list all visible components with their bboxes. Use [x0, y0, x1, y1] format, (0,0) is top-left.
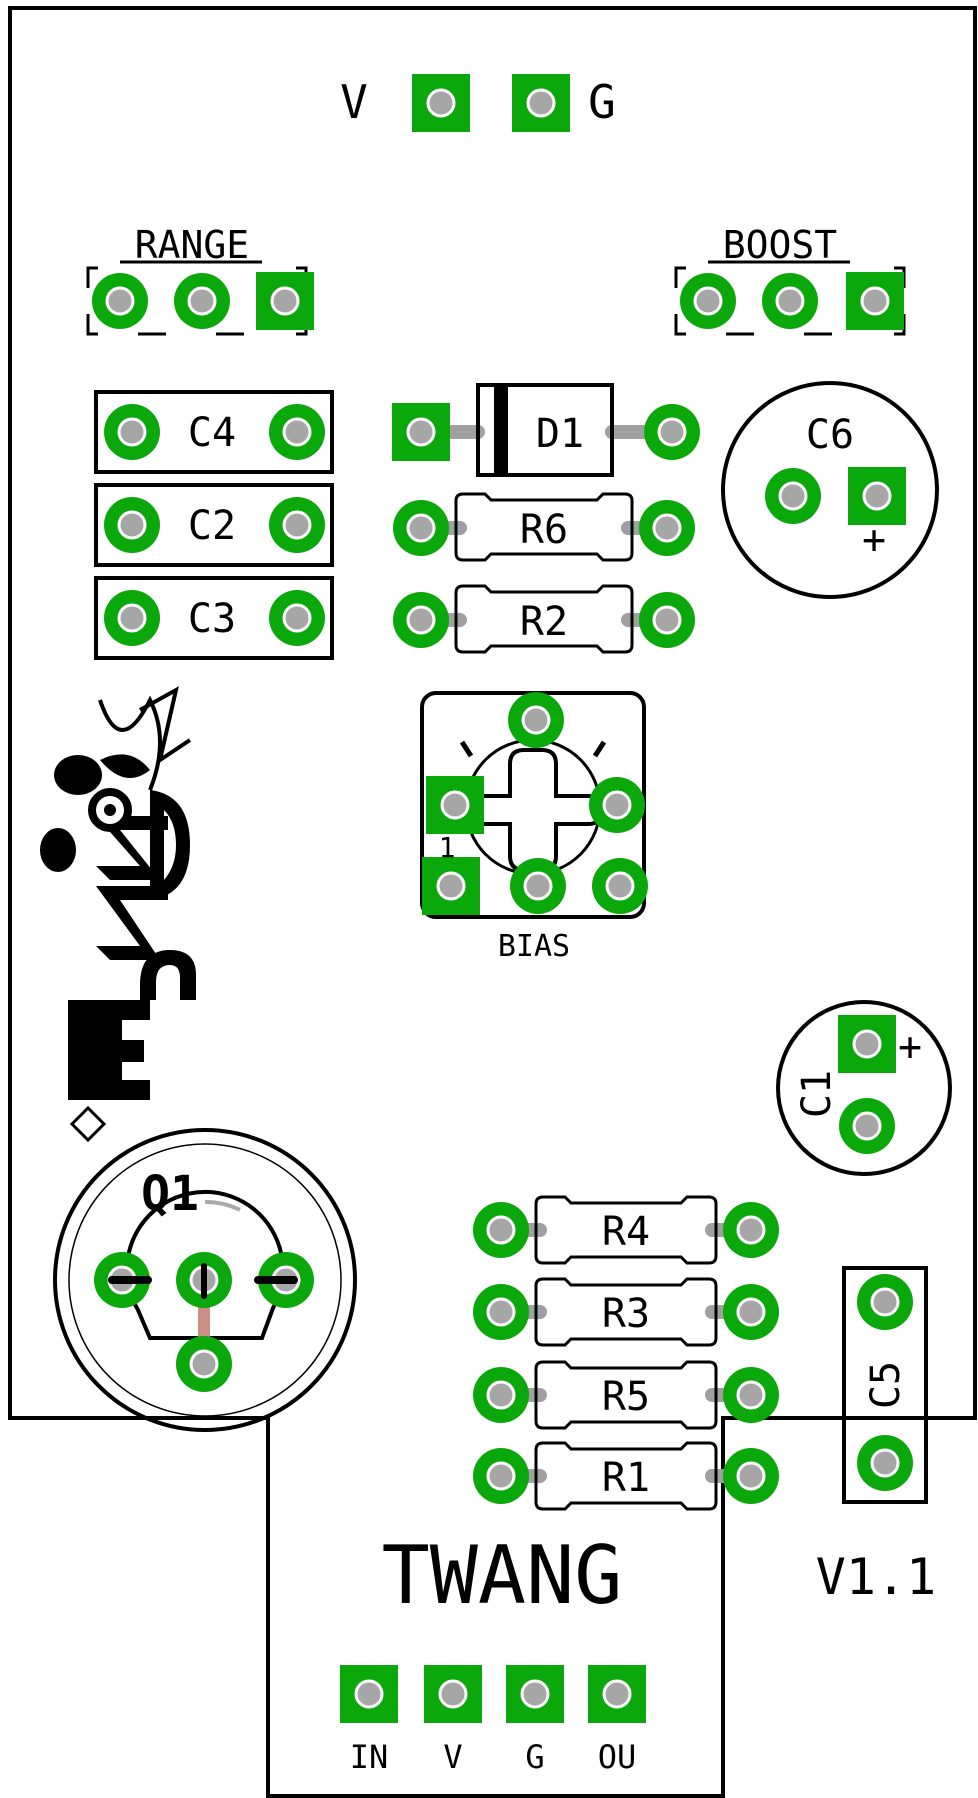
- c1-label: C1: [794, 1070, 840, 1118]
- resistor-r6[interactable]: R6: [393, 492, 695, 562]
- c3-label: C3: [188, 596, 236, 642]
- d1-label: D1: [536, 411, 584, 457]
- power-g-pad[interactable]: [512, 74, 570, 132]
- io-out-label: OU: [598, 1738, 637, 1776]
- power-v-pad[interactable]: [412, 74, 470, 132]
- resistor-r3[interactable]: R3: [473, 1277, 779, 1347]
- bias-pin1-label: 1: [439, 831, 456, 864]
- capacitor-c4[interactable]: C4: [94, 390, 334, 474]
- bias-label: BIAS: [498, 929, 570, 964]
- power-header: V G: [340, 74, 616, 132]
- resistor-r4[interactable]: R4: [473, 1195, 779, 1265]
- board-version: V1.1: [816, 1548, 936, 1606]
- io-out-pad[interactable]: [588, 1665, 646, 1723]
- io-g-label: G: [525, 1738, 544, 1776]
- range-pad-3[interactable]: [256, 272, 314, 330]
- capacitor-c2[interactable]: C2: [94, 483, 334, 567]
- range-pad-1[interactable]: [92, 273, 148, 329]
- boost-label: BOOST: [723, 223, 837, 267]
- diode-d1[interactable]: D1: [392, 383, 700, 477]
- resistor-r2[interactable]: R2: [393, 584, 695, 654]
- c5-label: C5: [863, 1361, 909, 1409]
- power-v-label: V: [340, 75, 368, 129]
- r1-label: R1: [602, 1455, 650, 1501]
- c6-polarity: +: [862, 517, 886, 563]
- c6-label: C6: [806, 412, 854, 458]
- capacitor-c6[interactable]: C6 +: [721, 381, 939, 599]
- r4-label: R4: [602, 1209, 650, 1255]
- io-g-pad[interactable]: [506, 1665, 564, 1723]
- c4-label: C4: [188, 410, 236, 456]
- io-in-label: IN: [350, 1738, 389, 1776]
- resistor-r5[interactable]: R5: [473, 1360, 779, 1430]
- r3-label: R3: [602, 1291, 650, 1337]
- boost-pad-3[interactable]: [846, 272, 904, 330]
- io-v-pad[interactable]: [424, 1665, 482, 1723]
- range-pad-2[interactable]: [174, 273, 230, 329]
- range-header: RANGE: [86, 223, 314, 336]
- capacitor-c1[interactable]: + C1: [776, 1000, 952, 1176]
- r5-label: R5: [602, 1374, 650, 1420]
- capacitor-c5[interactable]: C5: [842, 1266, 928, 1504]
- capacitor-c3[interactable]: C3: [94, 576, 334, 660]
- io-v-label: V: [443, 1738, 462, 1776]
- c1-polarity: +: [898, 1024, 922, 1070]
- bias-trimmer[interactable]: 1 BIAS: [420, 691, 648, 964]
- c2-label: C2: [188, 503, 236, 549]
- io-in-pad[interactable]: [340, 1665, 398, 1723]
- io-header: IN V G OU: [340, 1665, 646, 1776]
- board-title: TWANG: [382, 1529, 623, 1622]
- boost-header: BOOST: [674, 223, 906, 336]
- boost-pad-2[interactable]: [762, 273, 818, 329]
- resistor-r1[interactable]: R1: [473, 1441, 779, 1511]
- board-outline: [8, 6, 977, 1798]
- boost-pad-1[interactable]: [680, 273, 736, 329]
- power-g-label: G: [588, 75, 616, 129]
- transistor-q1[interactable]: Q1: [53, 1128, 357, 1432]
- fuzzdog-logo: [40, 686, 196, 1143]
- range-label: RANGE: [135, 223, 249, 267]
- r6-label: R6: [520, 507, 568, 553]
- r2-label: R2: [520, 599, 568, 645]
- q1-label: Q1: [141, 1166, 199, 1222]
